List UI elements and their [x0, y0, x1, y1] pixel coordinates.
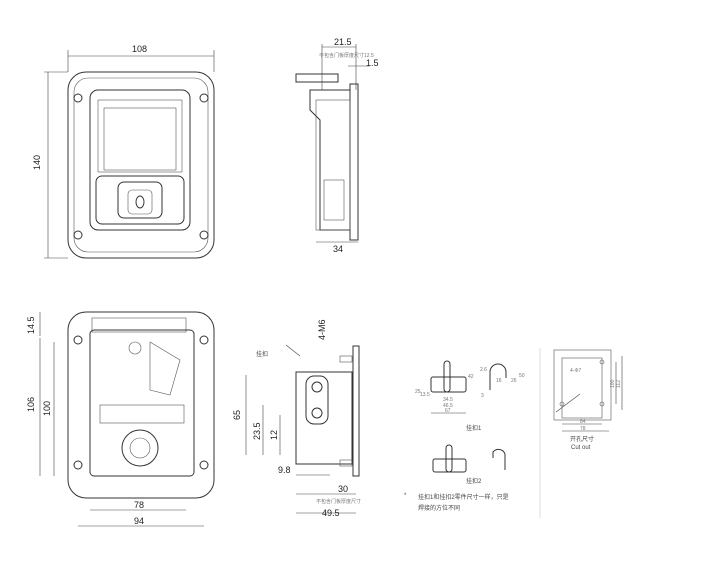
- cutout-h2: 112: [616, 380, 622, 388]
- side-view-2: 4-M6 挂扣 65 23.5 12 9.8 30 不包含门板厚度尺寸 49.5: [232, 319, 361, 518]
- dim-h1: 106: [26, 397, 36, 412]
- dim-plate: 1.5: [366, 58, 379, 68]
- hook-2: 挂扣2: [432, 444, 506, 485]
- note-bullet: *: [404, 493, 407, 499]
- cutout-view: 4-Φ7 84 78 100 112 开孔尺寸 Cut out: [553, 349, 623, 451]
- hook1-d1: 34.5: [443, 397, 453, 403]
- cutout-h1: 100: [610, 379, 616, 388]
- hook1-h3: 42: [468, 374, 474, 380]
- cutout-w2: 78: [580, 426, 586, 432]
- note-line-2: 焊接的方位不同: [418, 504, 460, 512]
- hook1-h4: 26: [511, 378, 517, 384]
- hook1-h2: 13.5: [420, 392, 430, 398]
- hook1-h5: 50: [519, 373, 525, 379]
- latch-label: 挂扣: [256, 350, 268, 358]
- hook1-d2: 46.5: [443, 403, 453, 409]
- dim-30: 30: [338, 484, 348, 494]
- hook1-h1: 25: [415, 389, 421, 395]
- cutout-caption-en: Cut out: [571, 445, 591, 451]
- hook1-d3: 67: [445, 408, 451, 414]
- dim-depth-top: 21.5: [334, 37, 352, 47]
- front-view: 108 140: [32, 44, 215, 259]
- dim-9-8: 9.8: [278, 465, 291, 475]
- cutout-w1: 84: [580, 419, 586, 425]
- dim-width: 108: [132, 44, 147, 54]
- dim-49-5: 49.5: [322, 508, 340, 518]
- cutout-caption-cn: 开孔尺寸: [570, 435, 594, 443]
- dim-23-5: 23.5: [252, 422, 262, 440]
- dim-12: 12: [269, 430, 279, 440]
- dim-screw: 4-M6: [317, 319, 327, 340]
- dim-w1: 78: [134, 500, 144, 510]
- hook1-caption: 挂扣1: [466, 424, 482, 432]
- note-2: 不包含门板厚度尺寸: [316, 498, 361, 505]
- note-top: 不包含门板厚度尺寸12.5: [319, 52, 374, 59]
- dim-65: 65: [232, 410, 242, 420]
- cutout-hole: 4-Φ7: [570, 368, 581, 374]
- hook1-b: 3: [481, 393, 484, 399]
- hook2-caption: 挂扣2: [466, 477, 482, 485]
- dim-height: 140: [32, 155, 42, 170]
- hook-1: 34.5 46.5 67 25 13.5 42 2.6 16 26 50 3 挂…: [415, 360, 525, 432]
- hook1-t: 2.6: [480, 367, 487, 373]
- hook1-r: 16: [496, 378, 502, 384]
- dim-h2: 100: [42, 401, 52, 416]
- dim-top: 14.5: [26, 316, 36, 334]
- rear-view: 14.5 106 100 78 94: [26, 311, 215, 527]
- dim-w2: 94: [134, 516, 144, 526]
- note-line-1: 挂扣1和挂扣2零件尺寸一样，只是: [418, 493, 509, 501]
- dim-depth-bottom: 34: [333, 244, 343, 254]
- side-view: 21.5 不包含门板厚度尺寸12.5 1.5 34: [295, 37, 379, 254]
